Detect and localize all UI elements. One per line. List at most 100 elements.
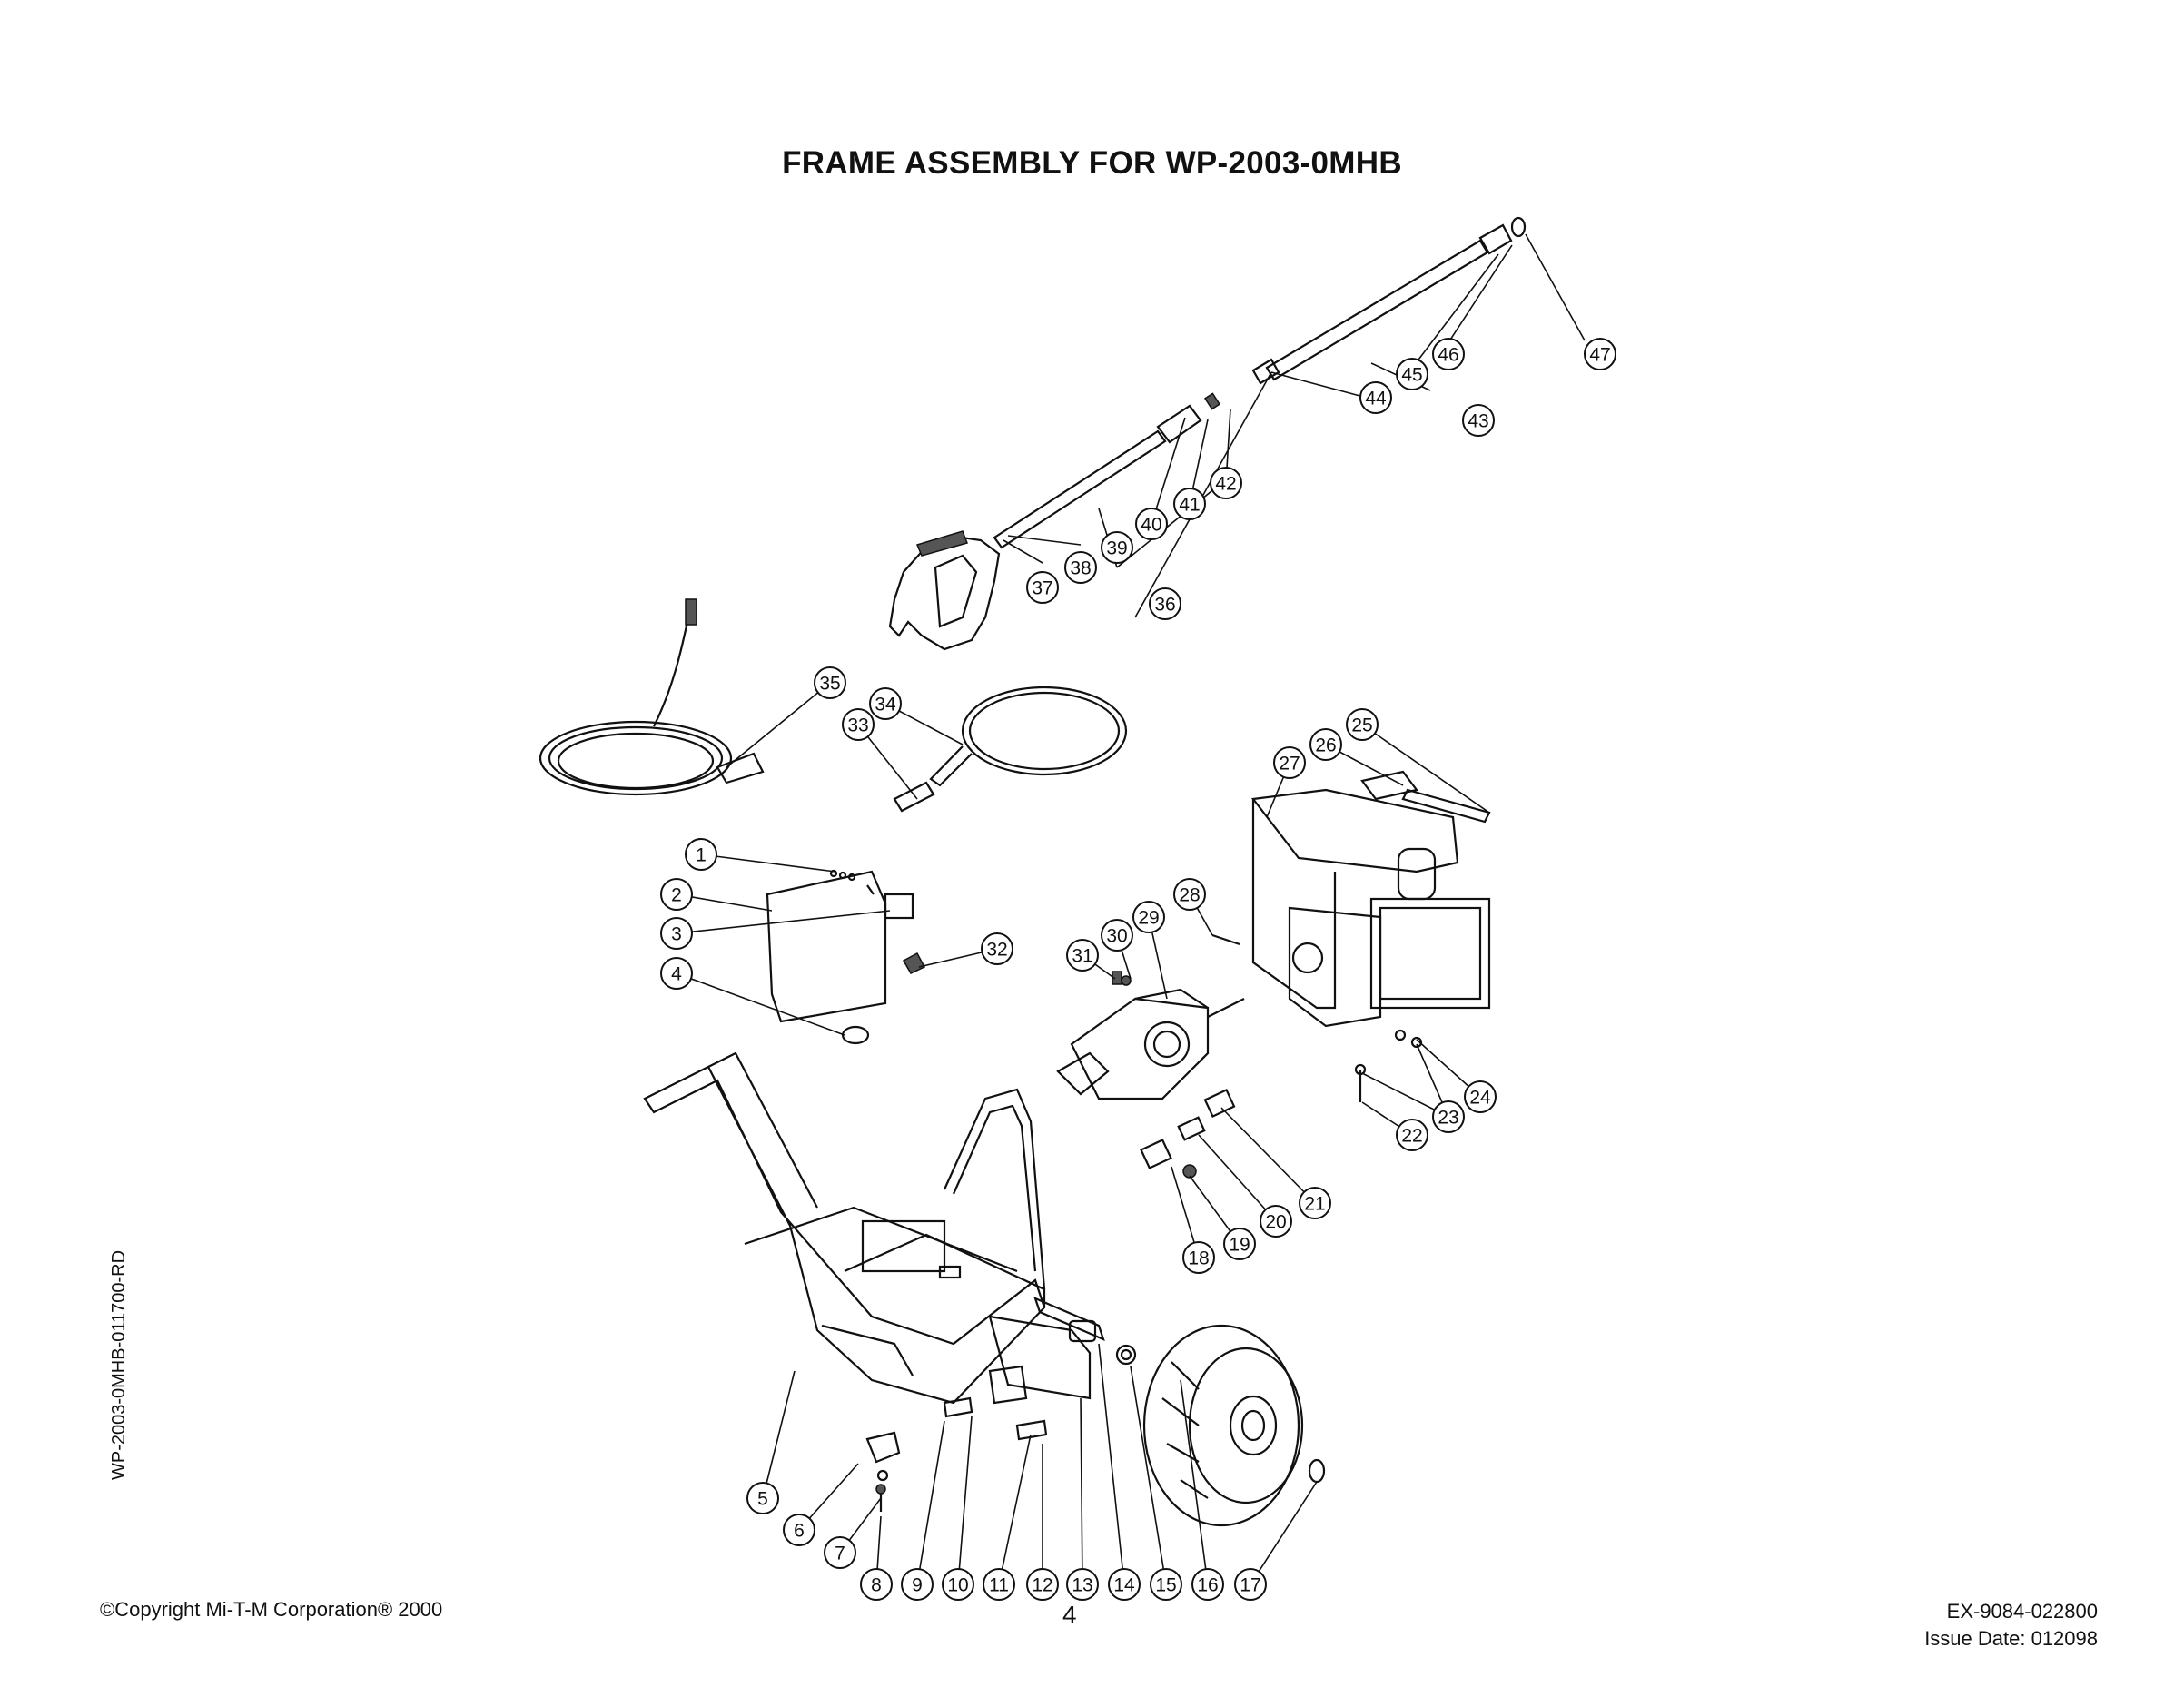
callout-28: 28 — [1173, 878, 1206, 911]
callout-4: 4 — [660, 957, 693, 990]
callout-40: 40 — [1135, 508, 1168, 540]
callout-20: 20 — [1260, 1205, 1292, 1238]
callout-32: 32 — [981, 932, 1013, 965]
callout-label: 36 — [1154, 595, 1175, 616]
callout-10: 10 — [942, 1568, 974, 1601]
callout-label: 11 — [989, 1575, 1009, 1596]
engine-part — [1250, 770, 1491, 1028]
belt-guard-part — [766, 869, 926, 1045]
callout-5: 5 — [746, 1482, 779, 1514]
callout-30: 30 — [1101, 919, 1133, 952]
callout-27: 27 — [1273, 746, 1306, 779]
axle-part — [943, 1297, 1137, 1441]
callout-46: 46 — [1432, 338, 1465, 370]
callout-label: 23 — [1438, 1108, 1458, 1129]
leader-lines — [676, 233, 1586, 1585]
pump-fittings-part — [1112, 933, 1240, 1179]
callout-label: 41 — [1179, 495, 1200, 516]
callout-label: 12 — [1032, 1575, 1052, 1596]
callout-34: 34 — [869, 687, 902, 720]
callout-13: 13 — [1066, 1568, 1099, 1601]
callout-label: 40 — [1141, 515, 1161, 536]
callout-42: 42 — [1210, 467, 1242, 499]
callout-26: 26 — [1309, 728, 1342, 761]
callout-36: 36 — [1149, 587, 1181, 620]
callout-label: 8 — [871, 1575, 882, 1596]
callout-25: 25 — [1346, 708, 1379, 741]
callout-9: 9 — [901, 1568, 934, 1601]
page-title: FRAME ASSEMBLY FOR WP-2003-0MHB — [782, 145, 1402, 181]
callout-label: 35 — [819, 674, 840, 695]
callout-2: 2 — [660, 878, 693, 911]
callout-label: 25 — [1351, 715, 1372, 736]
callout-label: 15 — [1155, 1575, 1176, 1596]
callout-label: 30 — [1106, 926, 1127, 947]
high-pressure-hose-part — [539, 598, 765, 796]
callout-label: 31 — [1072, 946, 1092, 967]
callout-31: 31 — [1066, 939, 1099, 972]
callout-label: 21 — [1304, 1194, 1325, 1215]
wheel-part — [1142, 1324, 1326, 1527]
callout-label: 14 — [1113, 1575, 1135, 1596]
callout-label: 19 — [1229, 1235, 1250, 1256]
callout-label: 1 — [696, 845, 707, 866]
callout-label: 45 — [1401, 365, 1422, 386]
callout-21: 21 — [1299, 1187, 1331, 1219]
callout-label: 5 — [757, 1489, 768, 1510]
callout-label: 47 — [1589, 345, 1610, 366]
callout-label: 10 — [947, 1575, 968, 1596]
callout-44: 44 — [1359, 381, 1392, 414]
callout-label: 20 — [1265, 1212, 1286, 1233]
callout-23: 23 — [1432, 1100, 1465, 1133]
lance-tube-part — [993, 392, 1221, 549]
document-number: EX-9084-022800 — [1946, 1600, 2098, 1623]
issue-date: Issue Date: 012098 — [1924, 1626, 2098, 1650]
callout-37: 37 — [1026, 571, 1059, 604]
callout-47: 47 — [1584, 338, 1616, 370]
callout-label: 9 — [912, 1575, 923, 1596]
callout-label: 16 — [1197, 1575, 1218, 1596]
callout-3: 3 — [660, 917, 693, 950]
callout-label: 46 — [1438, 345, 1458, 366]
spray-gun-part — [888, 530, 1001, 651]
callout-label: 42 — [1215, 474, 1236, 495]
document-number-block: EX-9084-022800 Issue Date: 012098 — [1924, 1598, 2098, 1652]
callout-label: 18 — [1188, 1248, 1209, 1269]
callout-18: 18 — [1182, 1241, 1215, 1274]
callout-label: 32 — [986, 940, 1007, 961]
callout-19: 19 — [1223, 1228, 1256, 1260]
callout-label: 22 — [1401, 1126, 1422, 1147]
callout-8: 8 — [860, 1568, 893, 1601]
callout-label: 7 — [835, 1544, 845, 1564]
frame-part — [643, 1051, 1046, 1405]
callout-11: 11 — [983, 1568, 1015, 1601]
pump-part — [1056, 988, 1245, 1100]
callout-14: 14 — [1108, 1568, 1141, 1601]
callout-41: 41 — [1173, 488, 1206, 520]
callout-label: 37 — [1032, 578, 1052, 599]
chemical-hose-part — [893, 686, 1128, 813]
callout-17: 17 — [1234, 1568, 1267, 1601]
callout-7: 7 — [824, 1536, 856, 1569]
callout-15: 15 — [1150, 1568, 1182, 1601]
callout-label: 38 — [1070, 558, 1091, 579]
callout-45: 45 — [1396, 358, 1428, 390]
handle-bracket-part — [865, 1431, 901, 1512]
callout-33: 33 — [842, 708, 875, 741]
extension-wand-part — [1251, 216, 1527, 385]
callout-35: 35 — [814, 666, 846, 699]
callout-43: 43 — [1462, 404, 1495, 437]
callout-39: 39 — [1101, 531, 1133, 564]
callout-38: 38 — [1064, 551, 1097, 584]
callout-label: 6 — [794, 1521, 805, 1542]
callout-label: 24 — [1469, 1088, 1491, 1109]
callout-label: 28 — [1179, 885, 1200, 906]
callout-12: 12 — [1026, 1568, 1059, 1601]
callout-label: 39 — [1106, 538, 1127, 559]
callout-label: 29 — [1138, 908, 1159, 929]
callout-label: 4 — [671, 964, 682, 985]
copyright-notice: ©Copyright Mi-T-M Corporation® 2000 — [100, 1598, 443, 1621]
callout-label: 17 — [1240, 1575, 1260, 1596]
